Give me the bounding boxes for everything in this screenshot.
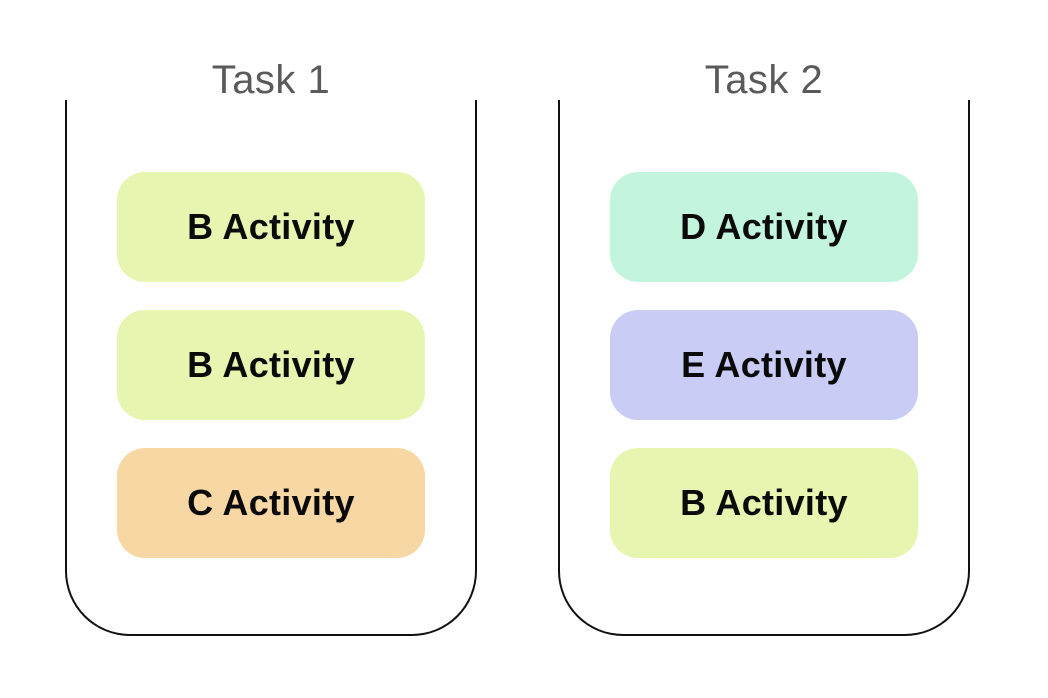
activity-label: B Activity [187, 344, 355, 385]
task-1-stack-container: B Activity B Activity C Activity [65, 100, 477, 636]
activity-label: B Activity [187, 206, 355, 247]
task-2-stack-container: D Activity E Activity B Activity [558, 100, 970, 636]
activity-label: E Activity [681, 344, 847, 385]
activity-label: D Activity [680, 206, 848, 247]
activity-label: C Activity [187, 482, 355, 523]
activity-card: C Activity [117, 448, 425, 558]
task-1-group: Task 1 B Activity B Activity C Activity [65, 0, 477, 698]
activity-card: E Activity [610, 310, 918, 420]
task-2-group: Task 2 D Activity E Activity B Activity [558, 0, 970, 698]
activity-card: B Activity [117, 172, 425, 282]
activity-card: B Activity [117, 310, 425, 420]
activity-card: B Activity [610, 448, 918, 558]
task-1-title: Task 1 [211, 58, 331, 102]
activity-label: B Activity [680, 482, 848, 523]
task-2-title: Task 2 [704, 58, 824, 102]
activity-card: D Activity [610, 172, 918, 282]
